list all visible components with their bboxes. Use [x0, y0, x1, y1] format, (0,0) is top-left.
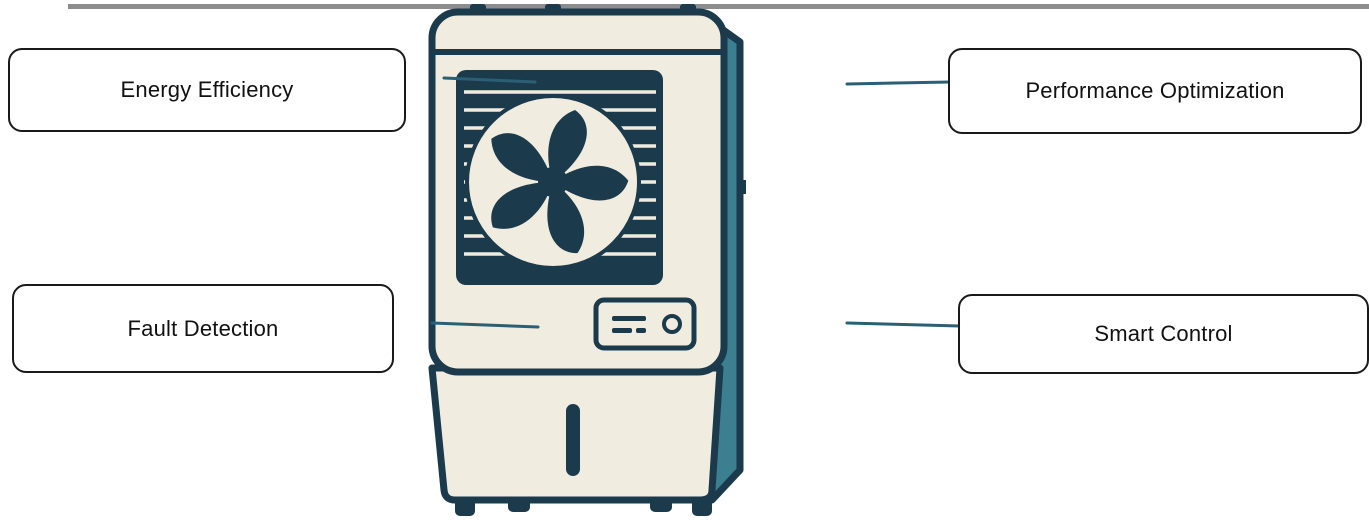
connector-smart-control: [847, 323, 960, 326]
label-performance-optimization: Performance Optimization: [948, 48, 1362, 134]
label-fault-detection: Fault Detection: [12, 284, 394, 373]
connector-performance-optimization: [847, 82, 950, 84]
fan-icon: [467, 96, 639, 268]
label-smart-control: Smart Control: [958, 294, 1369, 374]
label-performance-optimization-text: Performance Optimization: [1025, 78, 1284, 104]
label-smart-control-text: Smart Control: [1094, 321, 1232, 347]
control-panel-icon: [596, 300, 694, 348]
label-fault-detection-text: Fault Detection: [128, 316, 279, 342]
label-energy-efficiency-text: Energy Efficiency: [121, 77, 294, 103]
label-energy-efficiency: Energy Efficiency: [8, 48, 406, 132]
